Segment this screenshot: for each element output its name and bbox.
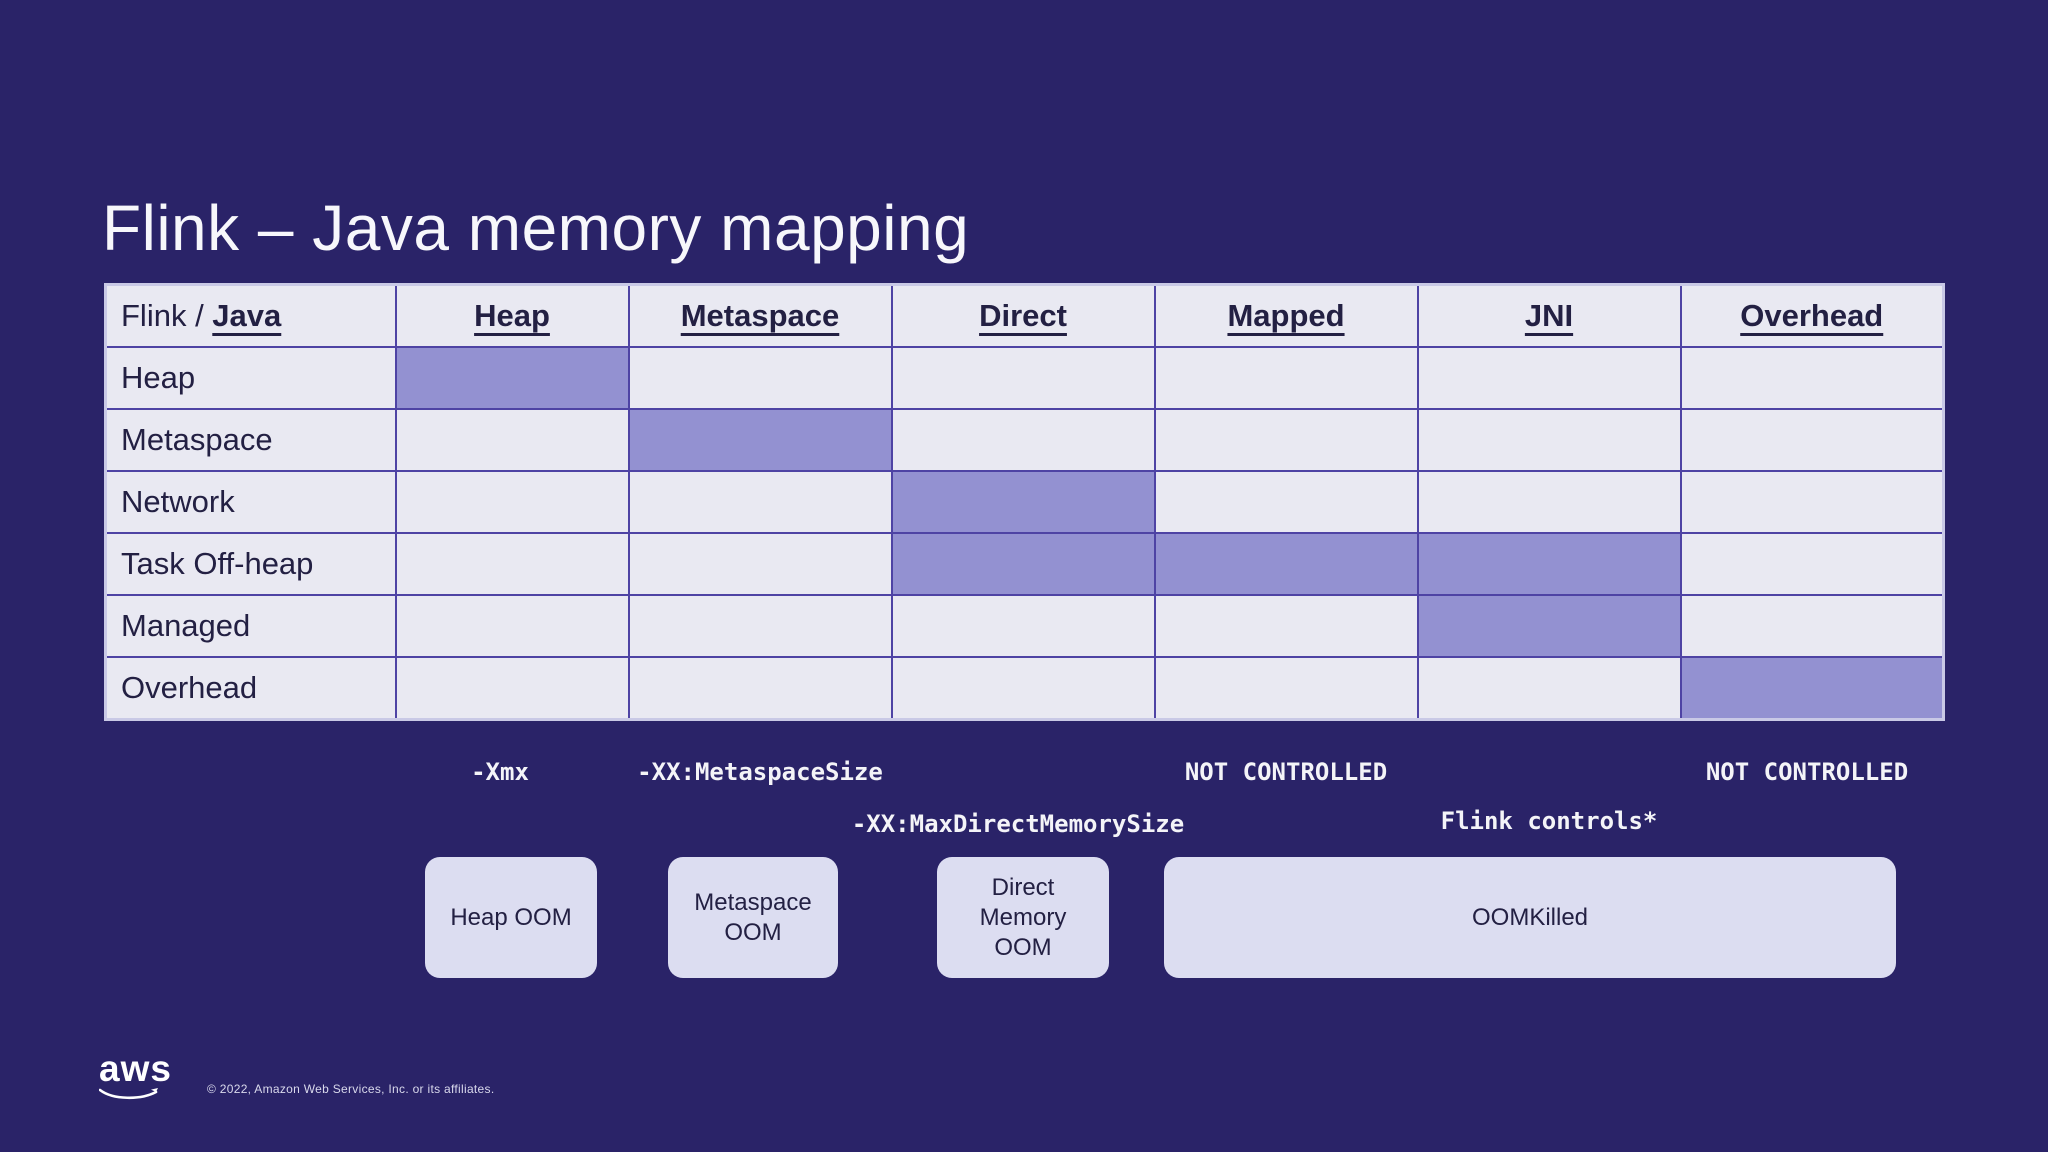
column-header-direct: Direct <box>890 283 1156 348</box>
table-header-row: Flink / Java Heap Metaspace Direct Mapped JNI… <box>104 283 1945 348</box>
column-header-label: Overhead <box>1740 298 1884 333</box>
cell-managed-mapped <box>1153 594 1419 658</box>
column-header-heap: Heap <box>394 283 630 348</box>
row-label: Metaspace <box>104 408 397 472</box>
cell-heap-jni <box>1416 346 1682 410</box>
cell-heap-metaspace <box>627 346 893 410</box>
row-label: Heap <box>104 346 397 410</box>
annotation-not-controlled-overhead: NOT CONTROLLED <box>1705 758 1909 786</box>
metaspace-oom-label: Metaspace OOM <box>694 888 812 946</box>
cell-overhead-direct <box>890 656 1156 721</box>
annotation-xmx: -Xmx <box>471 758 529 786</box>
cell-network-mapped <box>1153 470 1419 534</box>
cell-task-off-heap-overhead <box>1679 532 1945 596</box>
table-row-heap: Heap <box>104 346 1945 410</box>
column-header-jni: JNI <box>1416 283 1682 348</box>
column-header-label: Mapped <box>1227 298 1345 333</box>
cell-task-off-heap-direct <box>890 532 1156 596</box>
table-row-overhead: Overhead <box>104 656 1945 721</box>
cell-overhead-jni <box>1416 656 1682 721</box>
metaspace-oom-box: Metaspace OOM <box>668 857 838 978</box>
cell-task-off-heap-jni <box>1416 532 1682 596</box>
oomkilled-label: OOMKilled <box>1471 903 1589 931</box>
cell-metaspace-jni <box>1416 408 1682 472</box>
cell-heap-mapped <box>1153 346 1419 410</box>
cell-overhead-heap <box>394 656 630 721</box>
cell-heap-heap <box>394 346 630 410</box>
row-label: Task Off-heap <box>104 532 397 596</box>
cell-metaspace-overhead <box>1679 408 1945 472</box>
cell-network-heap <box>394 470 630 534</box>
corner-prefix: Flink / <box>121 298 213 333</box>
column-header-label: Heap <box>474 298 550 333</box>
page-title: Flink – Java memory mapping <box>102 191 970 264</box>
cell-metaspace-heap <box>394 408 630 472</box>
table-row-task-off-heap: Task Off-heap <box>104 532 1945 596</box>
annotation-metaspace-size: -XX:MetaspaceSize <box>637 758 883 786</box>
cell-managed-overhead <box>1679 594 1945 658</box>
table-row-metaspace: Metaspace <box>104 408 1945 472</box>
annotation-max-direct-memory-size: -XX:MaxDirectMemorySize <box>851 810 1185 838</box>
cell-task-off-heap-metaspace <box>627 532 893 596</box>
copyright-text: © 2022, Amazon Web Services, Inc. or its… <box>207 1082 495 1096</box>
cell-network-metaspace <box>627 470 893 534</box>
cell-overhead-mapped <box>1153 656 1419 721</box>
cell-heap-overhead <box>1679 346 1945 410</box>
aws-smile-icon <box>99 1088 158 1100</box>
cell-network-jni <box>1416 470 1682 534</box>
column-header-overhead: Overhead <box>1679 283 1945 348</box>
oomkilled-box: OOMKilled <box>1164 857 1896 978</box>
heap-oom-box: Heap OOM <box>425 857 597 978</box>
row-label: Overhead <box>104 656 397 721</box>
table-row-network: Network <box>104 470 1945 534</box>
direct-memory-oom-label: Direct Memory OOM <box>979 873 1067 961</box>
column-header-mapped: Mapped <box>1153 283 1419 348</box>
row-label: Managed <box>104 594 397 658</box>
cell-task-off-heap-heap <box>394 532 630 596</box>
corner-cell-flink-java: Flink / Java <box>104 283 397 348</box>
cell-managed-jni <box>1416 594 1682 658</box>
annotation-not-controlled-mapped: NOT CONTROLLED <box>1184 758 1388 786</box>
cell-metaspace-direct <box>890 408 1156 472</box>
column-header-label: Direct <box>979 298 1067 333</box>
cell-overhead-metaspace <box>627 656 893 721</box>
direct-memory-oom-box: Direct Memory OOM <box>937 857 1109 978</box>
cell-task-off-heap-mapped <box>1153 532 1419 596</box>
row-label: Network <box>104 470 397 534</box>
corner-emphasis: Java <box>212 298 282 333</box>
column-header-label: Metaspace <box>680 298 840 333</box>
cell-managed-heap <box>394 594 630 658</box>
aws-logo-text: aws <box>99 1048 172 1089</box>
cell-metaspace-mapped <box>1153 408 1419 472</box>
cell-heap-direct <box>890 346 1156 410</box>
cell-managed-metaspace <box>627 594 893 658</box>
cell-network-direct <box>890 470 1156 534</box>
heap-oom-label: Heap OOM <box>450 903 572 931</box>
column-header-label: JNI <box>1524 298 1574 333</box>
column-header-metaspace: Metaspace <box>627 283 893 348</box>
cell-metaspace-metaspace <box>627 408 893 472</box>
cell-overhead-overhead <box>1679 656 1945 721</box>
annotation-flink-controls: Flink controls* <box>1440 807 1658 835</box>
aws-logo: aws <box>99 1048 172 1105</box>
table-row-managed: Managed <box>104 594 1945 658</box>
cell-network-overhead <box>1679 470 1945 534</box>
cell-managed-direct <box>890 594 1156 658</box>
